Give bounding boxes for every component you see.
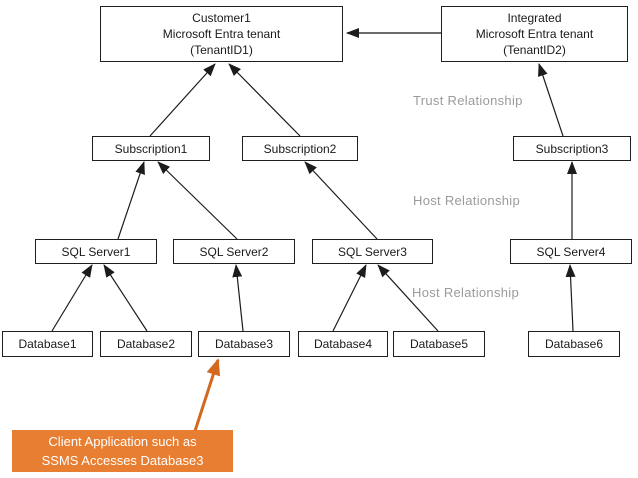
arrow-database6-to-sqlserver4 [565,264,576,332]
node-subscription2: Subscription2 [242,136,358,161]
node-integrated-tenant: Integrated Microsoft Entra tenant (Tenan… [441,6,628,62]
database3-label: Database3 [214,337,274,351]
node-database6: Database6 [528,331,620,357]
subscription1-label: Subscription1 [114,141,188,156]
node-sql-server2: SQL Server2 [173,239,295,264]
sql-server2-label: SQL Server2 [199,244,269,259]
arrow-database4-to-sqlserver3 [332,264,367,332]
arrow-subscription1-to-customer [149,63,216,137]
node-database2: Database2 [100,331,192,357]
arrow-subscription2-to-customer [228,63,301,137]
host-relationship-lower-label: Host Relationship [412,285,519,300]
client-application-callout-line1: Client Application such as [48,434,197,449]
integrated-tenant-id: (TenantID2) [503,43,566,57]
arrow-sqlserver1-to-subscription1 [117,161,145,240]
arrow-database5-to-sqlserver3 [377,264,439,332]
trust-relationship-label: Trust Relationship [413,93,523,108]
arrow-database1-to-sqlserver1 [51,264,93,332]
customer-tenant-id: (TenantID1) [190,43,253,57]
host-relationship-upper-label: Host Relationship [413,193,520,208]
arrow-subscription3-to-integrated [538,63,564,137]
sql-server4-label: SQL Server4 [536,244,606,259]
sql-server3-label: SQL Server3 [338,244,407,259]
database1-label: Database1 [18,337,77,351]
arrow-database3-to-sqlserver2 [232,264,244,332]
database2-label: Database2 [116,337,176,351]
node-database5: Database5 [393,331,485,357]
node-sql-server1: SQL Server1 [35,239,157,264]
integrated-tenant-type: Microsoft Entra tenant [475,27,594,41]
sql-server1-label: SQL Server1 [61,244,131,259]
database4-label: Database4 [313,337,373,351]
database5-label: Database5 [409,337,469,351]
node-customer-tenant: Customer1 Microsoft Entra tenant (Tenant… [100,6,343,62]
database6-label: Database6 [544,337,604,351]
integrated-tenant-name: Integrated [507,11,562,25]
customer-tenant-type: Microsoft Entra tenant [162,27,281,41]
node-database1: Database1 [2,331,93,357]
client-application-callout: Client Application such as SSMS Accesses… [12,430,233,472]
client-application-callout-line2: SSMS Accesses Database3 [41,453,204,468]
subscription3-label: Subscription3 [535,141,609,156]
node-subscription1: Subscription1 [92,136,210,161]
node-database3: Database3 [198,331,290,357]
arrow-sqlserver2-to-subscription1 [157,161,238,240]
node-sql-server4: SQL Server4 [510,239,632,264]
node-database4: Database4 [298,331,388,357]
arrow-client-app-to-database3 [193,358,221,432]
arrow-database2-to-sqlserver1 [103,264,148,332]
node-sql-server3: SQL Server3 [312,239,433,264]
customer-tenant-name: Customer1 [192,11,251,25]
arrow-sqlserver3-to-subscription2 [304,161,378,240]
node-subscription3: Subscription3 [513,136,631,161]
subscription2-label: Subscription2 [263,141,337,156]
